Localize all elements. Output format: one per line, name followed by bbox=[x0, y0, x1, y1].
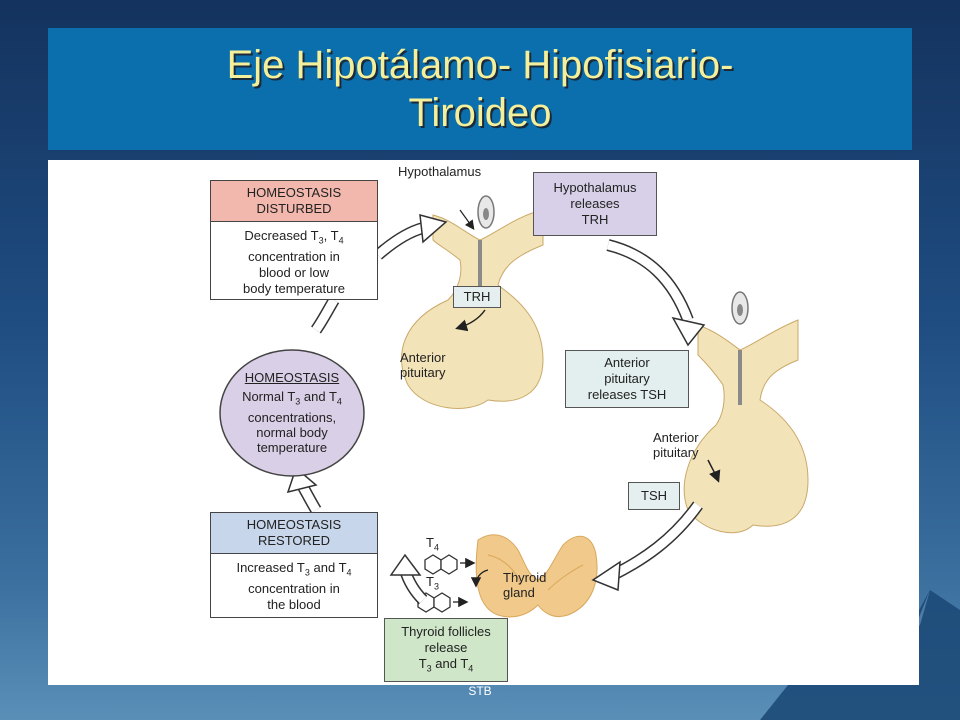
restored-head: HOMEOSTASIS RESTORED bbox=[211, 513, 377, 554]
step3-sub2: 4 bbox=[468, 663, 474, 674]
footer-text: STB bbox=[468, 684, 492, 698]
step1-callout: Hypothalamus releases TRH bbox=[533, 172, 657, 236]
thyroid-release-arrow bbox=[470, 569, 489, 588]
homeostasis-line1: Normal T3 and T4 bbox=[220, 389, 364, 410]
t4-label: T4 bbox=[426, 535, 439, 556]
thyroid-gland-line2: gland bbox=[503, 585, 535, 600]
disturbed-head-line1: HOMEOSTASIS bbox=[246, 185, 342, 200]
t4-letter: T bbox=[426, 535, 434, 550]
t4-molecule bbox=[424, 554, 476, 575]
thyroid-gland-label: Thyroid gland bbox=[503, 570, 546, 600]
disturbed-line4: body temperature bbox=[243, 280, 345, 296]
homeostasis-line4: temperature bbox=[256, 439, 328, 455]
step2-callout: Anterior pituitary releases TSH bbox=[565, 350, 689, 408]
homeostasis-line2: concentrations, bbox=[247, 409, 337, 425]
cycle-arrow-to-restored bbox=[389, 553, 428, 605]
restored-line2: concentration in bbox=[248, 580, 340, 596]
restored-b1s2: 4 bbox=[346, 567, 352, 578]
step3-and-t: and T bbox=[431, 655, 469, 671]
trh-tag: TRH bbox=[453, 286, 501, 308]
restored-line3: the blood bbox=[267, 596, 321, 612]
disturbed-head: HOMEOSTASIS DISTURBED bbox=[211, 181, 377, 222]
homeostasis-circle-text: HOMEOSTASIS Normal T3 and T4 concentrati… bbox=[220, 370, 364, 455]
disturbed-line3: blood or low bbox=[258, 264, 330, 280]
t3-molecule bbox=[417, 592, 469, 613]
anterior-pituitary-2-line1: Anterior bbox=[653, 430, 699, 445]
disturbed-b1s2: 4 bbox=[338, 235, 344, 246]
slide-title: Eje Hipotálamo- Hipofisiario- Tiroideo bbox=[227, 41, 734, 137]
diagram-panel: Hypothalamus Hypothalamus releases TRH T… bbox=[48, 160, 919, 685]
homeostasis-b1a: Normal T bbox=[242, 389, 296, 404]
step2-line2: pituitary bbox=[604, 371, 650, 386]
tsh-tag: TSH bbox=[628, 482, 680, 510]
homeostasis-head: HOMEOSTASIS bbox=[244, 370, 340, 385]
homeostasis-disturbed-box: HOMEOSTASIS DISTURBED Decreased T3, T4 c… bbox=[210, 180, 378, 300]
disturbed-head-line2: DISTURBED bbox=[256, 201, 332, 216]
disturbed-line1: Decreased T3, T4 bbox=[215, 228, 373, 249]
restored-head-line2: RESTORED bbox=[258, 533, 330, 548]
slide-title-line2: Tiroideo bbox=[408, 91, 552, 135]
restored-line1: Increased T3 and T4 bbox=[215, 560, 373, 581]
thyroid-gland-line1: Thyroid bbox=[503, 570, 547, 585]
restored-b1s: 3 bbox=[304, 567, 310, 578]
restored-head-line1: HOMEOSTASIS bbox=[246, 517, 342, 532]
homeostasis-b1b: and T bbox=[300, 389, 337, 404]
disturbed-b1b: , T bbox=[323, 228, 339, 243]
t4-subscript: 4 bbox=[433, 542, 439, 553]
t3-subscript: 3 bbox=[433, 581, 439, 592]
disturbed-b1s: 3 bbox=[318, 235, 324, 246]
step2-line3: releases TSH bbox=[587, 387, 667, 402]
restored-b1a: Increased T bbox=[236, 560, 305, 575]
pituitary-illustration-1 bbox=[401, 195, 544, 409]
restored-b1b: and T bbox=[309, 560, 347, 575]
cycle-arrow-to-pituitary2 bbox=[606, 239, 706, 347]
step3-sub1: 3 bbox=[426, 663, 432, 674]
cycle-arrow-to-thyroid bbox=[591, 501, 703, 592]
cycle-arrow-homeostasis-to-disturbed bbox=[311, 296, 340, 334]
anterior-pituitary-1-line1: Anterior bbox=[400, 350, 446, 365]
pituitary-illustration-2 bbox=[683, 291, 809, 534]
step3-callout: Thyroid follicles release T3 and T4 bbox=[384, 618, 508, 682]
step1-line1: Hypothalamus bbox=[553, 180, 637, 195]
step3-line1: Thyroid follicles bbox=[401, 623, 491, 639]
step3-t: T bbox=[418, 655, 427, 671]
title-bar: Eje Hipotálamo- Hipofisiario- Tiroideo bbox=[48, 28, 912, 150]
thyroid-illustration bbox=[475, 534, 598, 618]
disturbed-line2: concentration in bbox=[248, 248, 340, 264]
step3-line2: release bbox=[424, 639, 468, 655]
anterior-pituitary-1-line2: pituitary bbox=[400, 365, 446, 380]
hypothalamus-label: Hypothalamus bbox=[398, 164, 482, 179]
cycle-arrow-to-hypothalamus bbox=[374, 213, 448, 260]
homeostasis-restored-box: HOMEOSTASIS RESTORED Increased T3 and T4… bbox=[210, 512, 378, 618]
restored-body: Increased T3 and T4 concentration in the… bbox=[211, 554, 377, 619]
diagram-art bbox=[219, 195, 809, 618]
anterior-pituitary-label-2: Anterior pituitary bbox=[653, 430, 699, 460]
disturbed-body: Decreased T3, T4 concentration in blood … bbox=[211, 222, 377, 303]
step3-line3: T3 and T4 bbox=[401, 656, 491, 677]
slide-title-line1: Eje Hipotálamo- Hipofisiario- bbox=[226, 43, 734, 87]
homeostasis-b1s: 3 bbox=[295, 396, 301, 407]
t3-label: T3 bbox=[426, 574, 439, 595]
disturbed-b1a: Decreased T bbox=[244, 228, 319, 243]
homeostasis-circle-shape bbox=[219, 349, 365, 477]
step1-line2: releases bbox=[570, 196, 620, 211]
step1-line3: TRH bbox=[581, 212, 609, 227]
anterior-pituitary-2-line2: pituitary bbox=[653, 445, 699, 460]
t3-letter: T bbox=[426, 574, 434, 589]
step2-line1: Anterior bbox=[604, 355, 650, 370]
anterior-pituitary-label-1: Anterior pituitary bbox=[400, 350, 446, 380]
homeostasis-line3: normal body bbox=[256, 424, 328, 440]
homeostasis-b1s2: 4 bbox=[336, 396, 342, 407]
